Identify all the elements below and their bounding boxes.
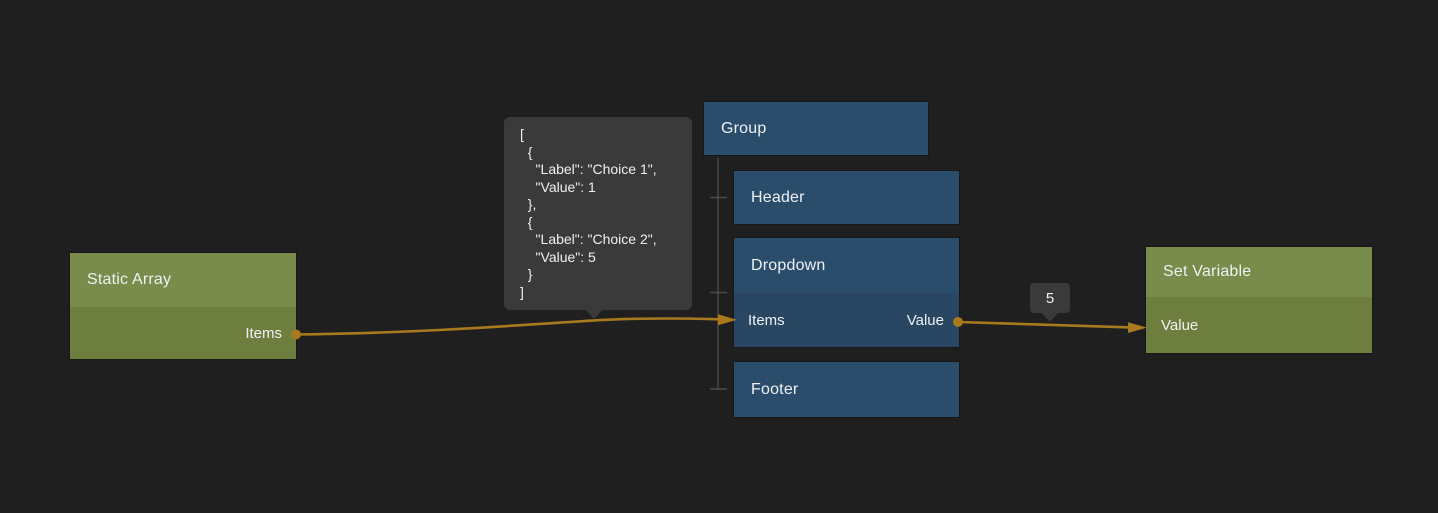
node-header[interactable]: Header xyxy=(734,171,959,224)
node-static-array-body: Items xyxy=(70,307,296,359)
node-title: Dropdown xyxy=(751,256,826,274)
node-title: Group xyxy=(721,119,767,137)
node-title: Static Array xyxy=(87,271,172,288)
node-set-variable-body: Value xyxy=(1146,297,1372,353)
node-footer[interactable]: Footer xyxy=(734,362,959,417)
port-label-value-output[interactable]: Value xyxy=(906,311,944,329)
node-title: Header xyxy=(751,188,805,206)
node-group-title-bar[interactable]: Group xyxy=(704,102,928,155)
node-dropdown-body: Items Value xyxy=(734,293,959,347)
value-preview-tooltip: 5 xyxy=(1030,283,1070,322)
port-dropdown-value-out[interactable] xyxy=(953,317,963,327)
node-header-title-bar[interactable]: Header xyxy=(734,171,959,224)
node-static-array-title-bar[interactable]: Static Array xyxy=(70,253,296,307)
items-preview-json: [ { "Label": "Choice 1", "Value": 1 }, {… xyxy=(520,126,657,300)
port-label-value-input[interactable]: Value xyxy=(1161,316,1199,334)
node-dropdown-title-bar[interactable]: Dropdown xyxy=(734,238,959,293)
node-static-array[interactable]: Static Array Items xyxy=(70,253,296,359)
port-label-items-input[interactable]: Items xyxy=(748,311,785,329)
value-preview-text: 5 xyxy=(1045,289,1055,307)
node-set-variable[interactable]: Set Variable Value xyxy=(1146,247,1372,353)
port-static-array-items-out[interactable] xyxy=(291,329,301,340)
node-footer-title-bar[interactable]: Footer xyxy=(734,362,959,417)
node-title: Set Variable xyxy=(1163,263,1252,280)
wire-items[interactable] xyxy=(295,317,722,336)
port-label-items-output[interactable]: Items xyxy=(245,324,282,342)
node-dropdown[interactable]: Dropdown Items Value xyxy=(734,238,959,347)
node-group[interactable]: Group xyxy=(704,102,928,155)
wire-value[interactable] xyxy=(957,320,1132,329)
node-title: Footer xyxy=(751,380,799,398)
node-set-variable-title-bar[interactable]: Set Variable xyxy=(1146,247,1372,297)
items-preview-tooltip: [ { "Label": "Choice 1", "Value": 1 }, {… xyxy=(504,117,692,319)
group-tree-connector xyxy=(710,158,727,390)
